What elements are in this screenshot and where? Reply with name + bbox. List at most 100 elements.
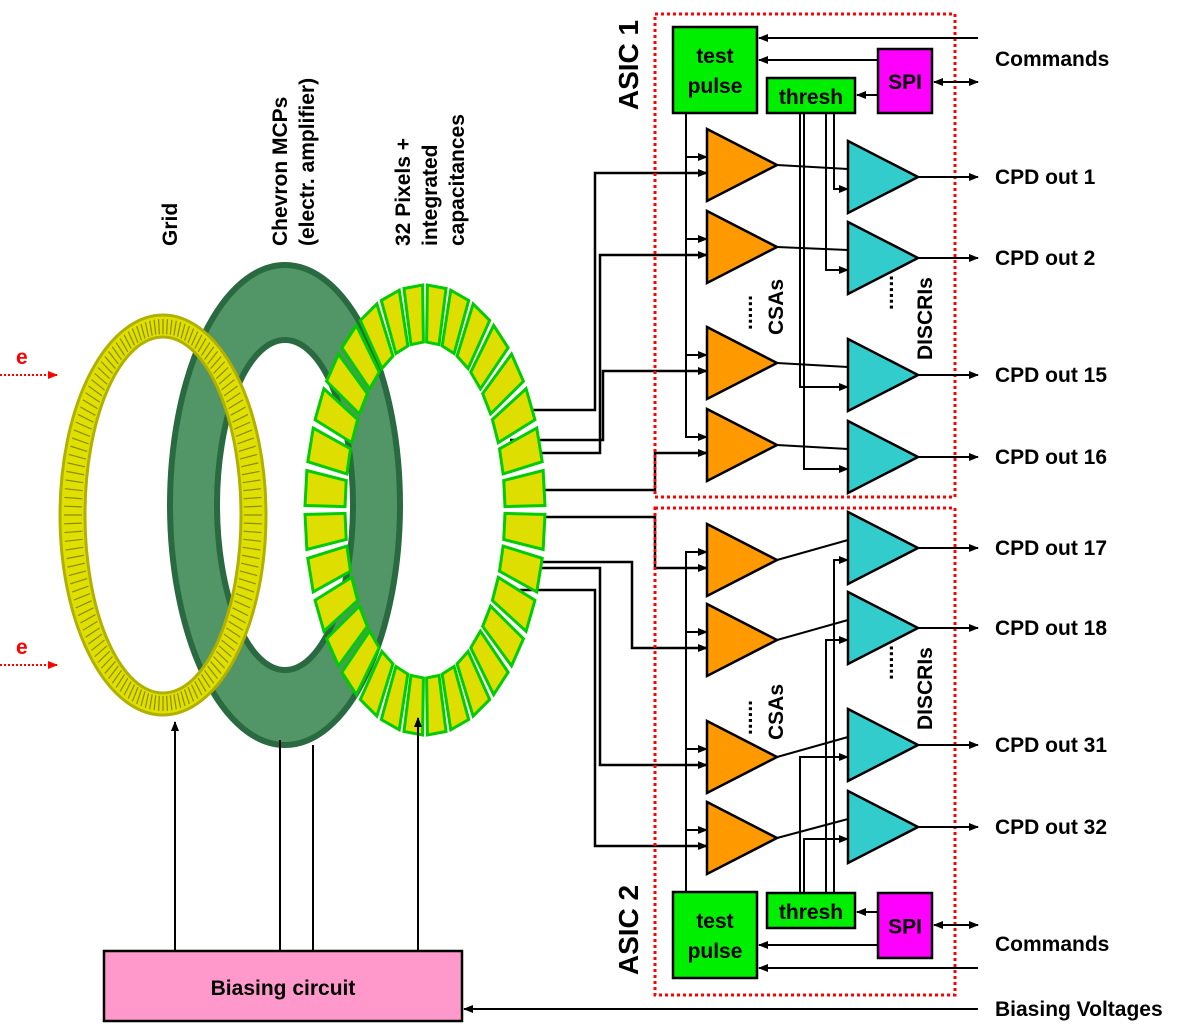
grid-wire [104,356,116,369]
grid-wire [77,607,94,617]
grid-wire [77,413,94,423]
grid-wire [85,392,101,403]
grid-wire [215,366,229,380]
grid-wire [243,538,262,542]
wires [510,169,708,850]
test-pulse-wire [685,113,708,359]
pixel-segment [324,351,370,417]
pixel-segment [502,468,547,509]
grid-wire [242,546,261,551]
thresh-wire [803,113,849,473]
grid-wire [173,694,177,710]
cpd-output-label: CPD out 32 [995,816,1107,839]
grid-wire [207,351,219,365]
pixel-to-csa-wire [510,169,708,412]
csa-to-discri-wire [776,164,849,170]
commands-label: Commands [995,48,1109,71]
grid-wire [173,320,177,336]
grid-wire [111,346,122,360]
grid-wire [127,684,136,699]
pixel-to-csa-wire [510,449,708,492]
grid-wire [131,328,139,344]
grid-wire [66,554,85,560]
grid-wire [235,429,253,438]
grid-wire [153,695,157,711]
grid-wire [239,570,258,577]
grid-wire [176,692,182,708]
thresh-wire [825,113,849,274]
pixel-to-csa-wire [510,560,708,652]
grid-wire [64,538,83,542]
mcp-label-line1: Chevron MCPs [269,97,292,246]
grid-wire [235,592,253,601]
detector-rings [58,262,547,748]
spi-box [876,891,934,960]
grid-wire [183,325,190,341]
grid-wire [218,645,232,658]
csa-to-discri-wire [776,362,849,368]
discri-label: DISCRIs [914,277,937,360]
grid-wire [127,331,136,346]
thresh-wire [803,835,849,893]
pixel-to-csa-wire [510,367,708,442]
grid-wire [225,627,241,638]
csa-amplifier [705,799,780,877]
csa-to-discri-wire [776,444,849,450]
pixel-segment [358,301,395,372]
grid-wire [73,429,91,438]
grid-wire [218,372,232,385]
pixel-segment [303,511,348,552]
cpd-output-label: CPD out 17 [995,537,1107,560]
discri-ellipsis: ...... [875,645,898,680]
pixel-segment [469,628,510,698]
thresh-wire [799,753,849,893]
asic-border [653,12,957,499]
discriminator [846,509,921,587]
discriminator [846,138,921,216]
pixels-label-line2: integrated [419,144,442,246]
grid-wire [230,406,246,416]
test-pulse-label-line1: test [696,45,733,68]
grid-wire [210,356,222,369]
grid-wire [67,462,86,468]
test-pulse-label-line2: pulse [688,940,743,963]
grid-wire [243,522,262,525]
pixel-segment [480,603,526,669]
grid-wire [73,592,91,601]
pixel-segment [303,468,348,509]
grid-wire [243,530,262,534]
grid-wire [91,639,105,651]
grid-wire [111,670,122,684]
grid-wire [240,462,259,468]
grid-wire [88,633,103,645]
test-pulse-wire [685,826,708,892]
grid-wire [197,338,207,353]
pixel-to-csa-wire [510,515,708,572]
pixel-segment [455,648,492,719]
grid-wire [190,331,199,346]
grid-wire [228,399,244,410]
grid-wire [237,437,255,445]
mcp-label-line2: (electr. amplifier) [296,78,319,246]
test-pulse-wire [685,113,708,243]
discriminator [846,589,921,667]
electron-label-top: e [16,346,28,369]
grid-wire [234,600,251,609]
test-pulse-wire [685,745,708,892]
pixel-segment [502,511,547,552]
grid-wire [94,645,108,658]
grid-wire [65,479,84,484]
grid-wire [119,677,129,692]
pixel-segment [306,544,353,595]
grid-wire [144,692,150,708]
grid-wire [157,319,160,335]
grid-wire [241,554,260,560]
grid-wire [213,656,226,669]
discriminator [846,706,921,784]
grid-wire [241,470,260,476]
grid-wire [91,379,105,391]
grid-wire [123,334,132,349]
grid-wire [149,320,153,336]
spi-box [876,47,934,115]
